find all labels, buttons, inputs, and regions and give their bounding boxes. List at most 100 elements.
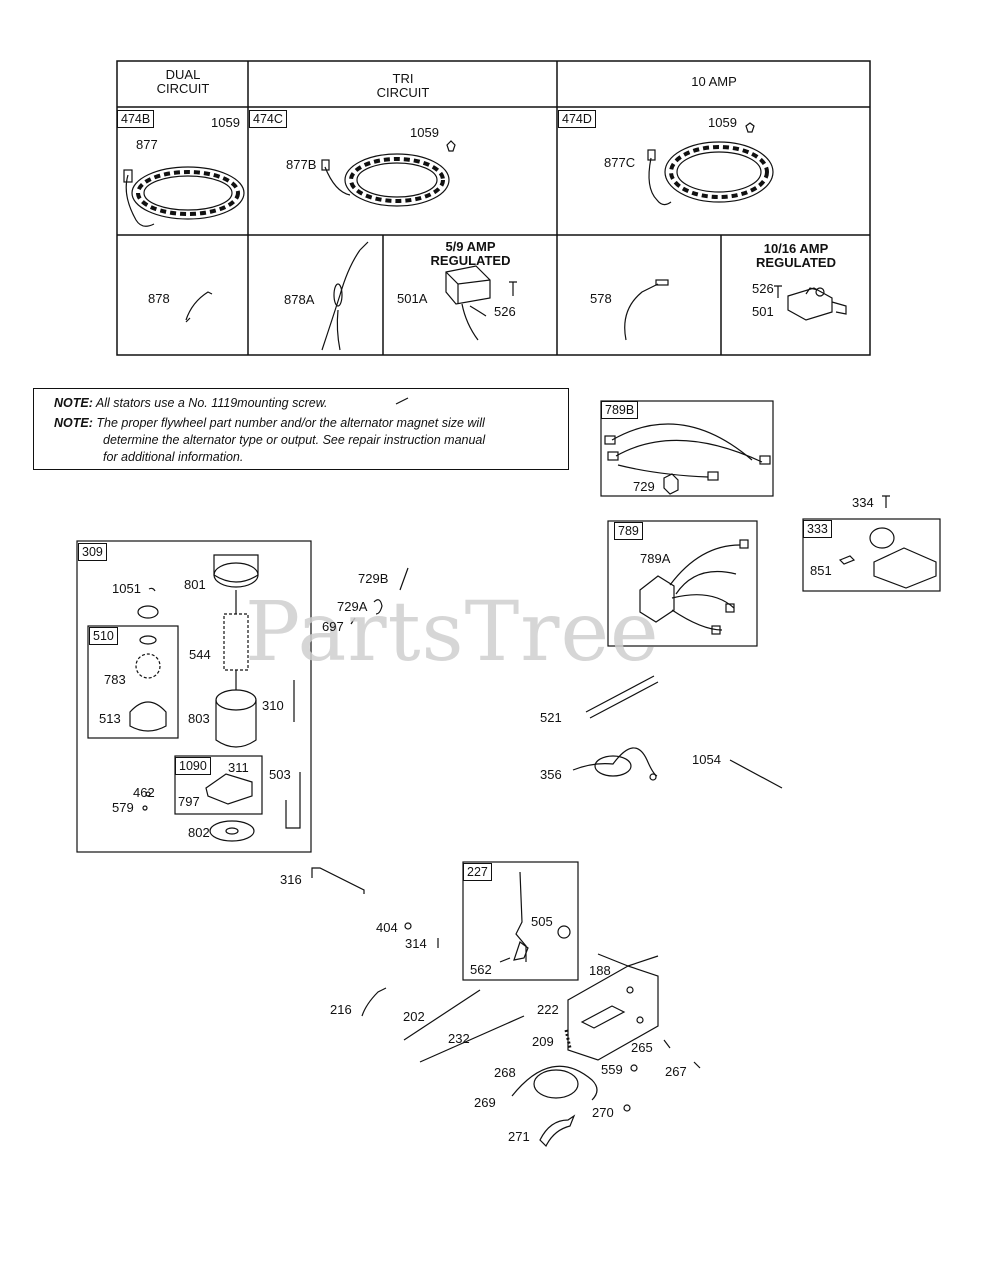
part-label-188: 188 (589, 963, 611, 978)
part-label-803: 803 (188, 711, 210, 726)
part-label-310: 310 (262, 698, 284, 713)
regulated-5-9-amp-heading: 5/9 AMP REGULATED (430, 239, 511, 268)
part-label-216: 216 (330, 1002, 352, 1017)
part-label-501: 501 (752, 304, 774, 319)
diode-878a-drawing (321, 241, 369, 351)
cable-1054-drawing (729, 759, 783, 789)
screw-265-drawing (663, 1039, 671, 1049)
part-label-232: 232 (448, 1031, 470, 1046)
regulator-501a-drawing (445, 265, 517, 341)
part-label-802: 802 (188, 825, 210, 840)
part-label-801: 801 (184, 577, 206, 592)
mounting-screw-icon (395, 397, 409, 405)
note-line-4: for additional information. (103, 450, 244, 464)
note-line-3: determine the alternator type or output.… (103, 433, 486, 447)
box-label-227: 227 (463, 863, 492, 881)
part-label-878: 878 (148, 291, 170, 306)
part-label-209: 209 (532, 1034, 554, 1049)
part-label-462: 462 (133, 785, 155, 800)
box-label-510: 510 (89, 627, 118, 645)
header-tri-circuit: TRI CIRCUIT (376, 71, 430, 100)
part-label-222: 222 (537, 1002, 559, 1017)
part-label-271: 271 (508, 1129, 530, 1144)
clip-729a-drawing (373, 599, 383, 615)
rod-232-drawing (419, 1015, 525, 1063)
part-label-877: 877 (136, 137, 158, 152)
part-label-311: 311 (228, 760, 249, 775)
part-label-265: 265 (631, 1040, 653, 1055)
part-label-356: 356 (540, 767, 562, 782)
link-316-drawing (311, 867, 365, 894)
box-label-474b: 474B (117, 110, 155, 128)
part-label-521: 521 (540, 710, 562, 725)
part-label-878a: 878A (284, 292, 315, 307)
box-label-309: 309 (78, 543, 107, 561)
ignition-armature-333-drawing (802, 518, 941, 592)
part-label-267: 267 (665, 1064, 687, 1079)
part-label-783: 783 (104, 672, 126, 687)
part-label-1059: 1059 (410, 125, 439, 140)
stator-dual-circuit-drawing (123, 166, 245, 227)
box-label-1090: 1090 (175, 757, 211, 775)
part-label-404: 404 (376, 920, 398, 935)
box-label-333: 333 (803, 520, 832, 538)
header-10-amp: 10 AMP (691, 74, 737, 89)
lever-271-drawing (539, 1114, 576, 1148)
part-label-316: 316 (280, 872, 302, 887)
part-label-559: 559 (601, 1062, 623, 1077)
part-label-697: 697 (322, 619, 344, 634)
part-label-797: 797 (178, 794, 200, 809)
part-label-544: 544 (189, 647, 211, 662)
harness-789-drawing (607, 520, 758, 647)
spring-209-drawing (564, 1029, 572, 1049)
part-label-1051: 1051 (112, 581, 141, 596)
part-label-729b: 729B (358, 571, 389, 586)
part-label-202: 202 (403, 1009, 425, 1024)
note-line-2: The proper flywheel part number and/or t… (96, 416, 485, 430)
box-label-474d: 474D (558, 110, 596, 128)
wire-878-drawing (185, 291, 213, 323)
part-label-851: 851 (810, 563, 832, 578)
stator-table-frame (116, 60, 871, 356)
link-216-drawing (361, 987, 387, 1017)
part-label-877b: 877B (286, 157, 317, 172)
part-label-269: 269 (474, 1095, 496, 1110)
part-label-513: 513 (99, 711, 121, 726)
note-label-1: NOTE: (54, 396, 93, 410)
wire-578-drawing (624, 279, 669, 341)
regulator-501-drawing (774, 285, 847, 321)
part-label-789a: 789A (640, 551, 671, 566)
part-label-334: 334 (852, 495, 874, 510)
nut-404-drawing (404, 922, 412, 930)
screw-267-drawing (693, 1061, 701, 1069)
note-label-2: NOTE: (54, 416, 93, 430)
harness-789b-drawing (600, 400, 774, 497)
governor-lever-227-drawing (462, 861, 579, 981)
starter-motor-309-drawing (76, 540, 312, 853)
screw-334-drawing (882, 495, 890, 508)
part-label-579: 579 (112, 800, 134, 815)
pin-697-drawing (350, 617, 356, 625)
screw-729b-drawing (399, 567, 409, 591)
watermark-text: PartsTree (245, 585, 660, 680)
part-label-1059: 1059 (211, 115, 240, 130)
header-dual-circuit: DUAL CIRCUIT (156, 67, 210, 96)
part-label-1054: 1054 (692, 752, 721, 767)
note-line-1: All stators use a No. 1119mounting screw… (95, 396, 328, 410)
part-label-1059: 1059 (708, 115, 737, 130)
screw-559-drawing (630, 1064, 638, 1072)
tube-521-drawing (585, 675, 659, 719)
part-label-562: 562 (470, 962, 492, 977)
cable-268-drawing (511, 1065, 598, 1101)
box-label-474c: 474C (249, 110, 287, 128)
nut-270-drawing (623, 1104, 631, 1112)
note-box: NOTE: All stators use a No. 1119mounting… (33, 388, 569, 470)
cable-356-drawing (572, 747, 658, 781)
control-bracket-drawing (567, 953, 659, 1061)
part-label-877c: 877C (604, 155, 636, 170)
part-label-270: 270 (592, 1105, 614, 1120)
part-label-314: 314 (405, 936, 427, 951)
part-label-526: 526 (494, 304, 516, 319)
part-label-729: 729 (633, 479, 655, 494)
